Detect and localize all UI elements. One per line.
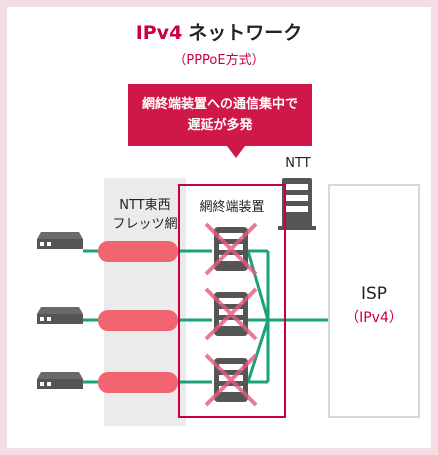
callout-line-2: 遅延が多発 — [187, 118, 253, 133]
ntt-label: NTT — [285, 156, 311, 171]
congestion-cross-icon-3 — [204, 353, 258, 407]
router-icon-2 — [37, 307, 83, 324]
callout-pointer — [227, 146, 245, 158]
congestion-cross-icon-1 — [204, 222, 258, 276]
diagram-subtitle: （PPPoE方式） — [173, 53, 265, 68]
isp-label: ISP — [360, 284, 388, 304]
tunnel-3 — [98, 372, 178, 393]
congestion-callout: 網終端装置への通信集中で 遅延が多発 — [128, 84, 312, 146]
congestion-cross-icon-2 — [204, 287, 258, 341]
title-accent: IPv4 — [135, 22, 183, 44]
network-terminal-box — [178, 184, 286, 418]
terminal-isp-links — [246, 249, 328, 384]
callout-line-1: 網終端装置への通信集中で — [141, 97, 298, 112]
router-icon-3 — [37, 372, 83, 389]
router-icon-1 — [37, 232, 83, 249]
isp-box — [328, 184, 420, 418]
isp-sublabel: （IPv4） — [345, 310, 403, 326]
tunnel-1 — [98, 241, 178, 262]
network-terminal-label: 網終端装置 — [199, 200, 265, 215]
flets-label-line-1: NTT東西 — [119, 198, 171, 213]
title-main: ネットワーク — [188, 22, 303, 44]
tunnel-2 — [98, 310, 178, 331]
ntt-server-icon — [278, 178, 316, 230]
flets-network-label: NTT東西 フレッツ網 — [104, 196, 186, 234]
flets-label-line-2: フレッツ網 — [112, 217, 178, 232]
